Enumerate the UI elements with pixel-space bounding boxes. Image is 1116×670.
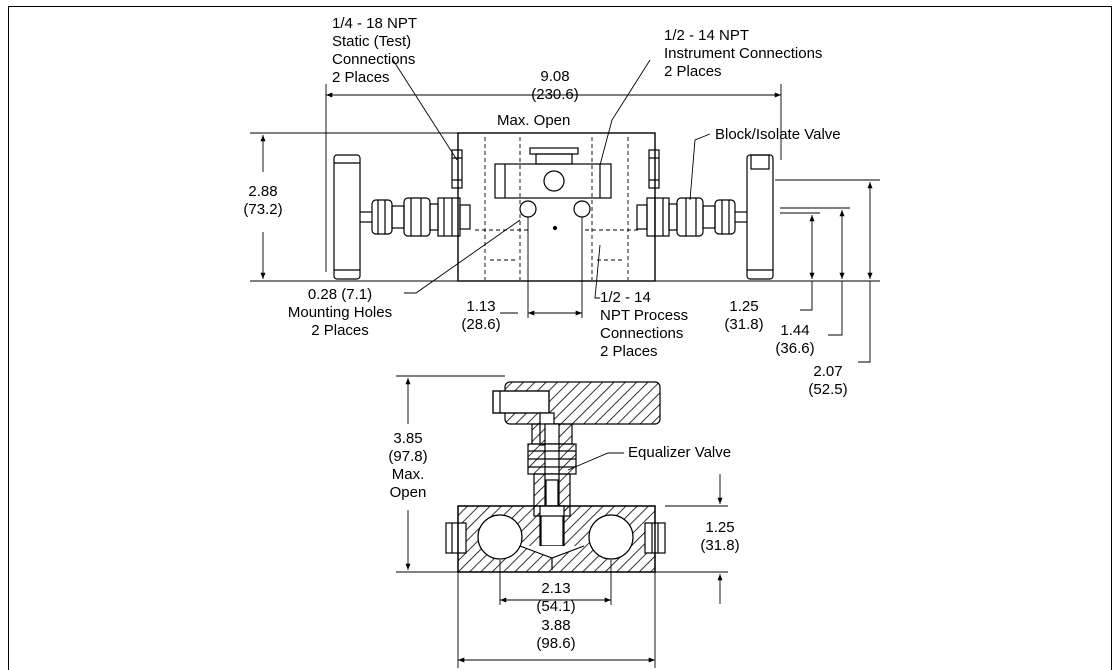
process-connection-label: 1/2 - 14 NPT Process Connections 2 Place… — [600, 289, 689, 360]
dim-3-88: 3.88 (98.6) — [536, 617, 576, 652]
drawing-frame — [8, 6, 1112, 670]
top-view — [250, 59, 880, 363]
dim-2-13: 2.13 (54.1) — [536, 580, 576, 615]
static-connection-label: 1/4 - 18 NPT Static (Test) Connections 2… — [332, 15, 418, 86]
height-dimension: 2.88 (73.2) — [243, 183, 283, 218]
dim-1-25-top: 1.25 (31.8) — [724, 298, 764, 333]
instrument-connection-label: 1/2 - 14 NPT Instrument Connections 2 Pl… — [664, 27, 823, 80]
equalizer-valve-label: Equalizer Valve — [628, 444, 732, 461]
mounting-holes-label: 0.28 (7.1) Mounting Holes 2 Places — [287, 286, 393, 339]
max-open-top-label: Max. Open — [497, 112, 571, 129]
section-view — [396, 375, 728, 668]
dim-3-85-max-open: 3.85 (97.8) Max. Open — [388, 430, 428, 501]
overall-width-dimension: 9.08 (230.6) — [531, 68, 579, 103]
dim-1-25-bottom: 1.25 (31.8) — [700, 519, 740, 554]
block-isolate-valve-label: Block/Isolate Valve — [715, 126, 841, 143]
hole-spacing-dimension: 1.13 (28.6) — [461, 298, 501, 333]
dim-2-07: 2.07 (52.5) — [808, 363, 848, 398]
dim-1-44: 1.44 (36.6) — [775, 322, 815, 357]
